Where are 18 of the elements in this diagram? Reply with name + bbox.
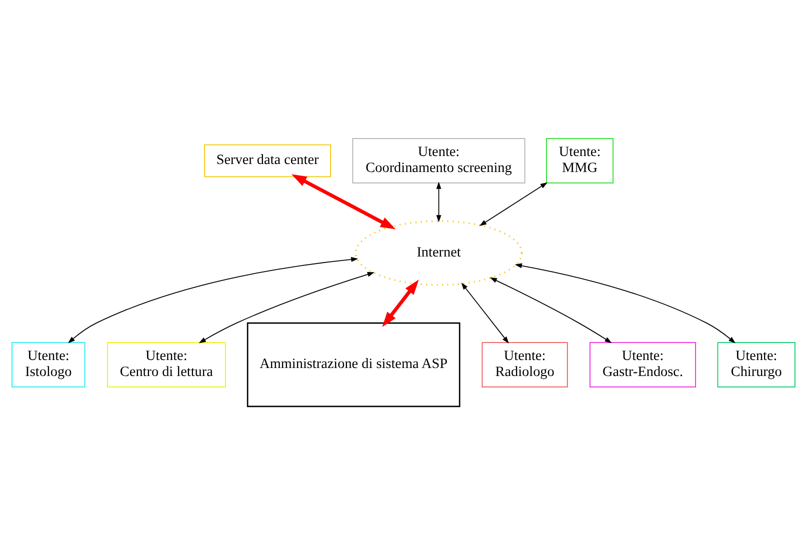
arrow <box>382 279 419 326</box>
arrow <box>291 174 396 229</box>
node-box: Utente: Istologo <box>12 342 86 387</box>
node-box: Utente: Gastr-Endosc. <box>590 342 696 387</box>
node-box: Utente: MMG <box>546 138 614 183</box>
arrow <box>436 181 442 222</box>
arrow <box>490 276 612 343</box>
node-box: Server data center <box>204 144 331 177</box>
node-box: Amministrazione di sistema ASP <box>246 322 460 407</box>
arrow <box>461 282 509 343</box>
arrow <box>198 272 375 343</box>
arrow <box>514 262 736 343</box>
node-box: Utente: Centro di lettura <box>106 342 226 387</box>
arrow <box>68 256 358 343</box>
node-box: Utente: Radiologo <box>482 342 568 387</box>
node-box: Utente: Coordinamento screening <box>352 138 526 183</box>
node-box: Utente: Chirurgo <box>717 342 796 387</box>
arrow <box>479 182 548 226</box>
